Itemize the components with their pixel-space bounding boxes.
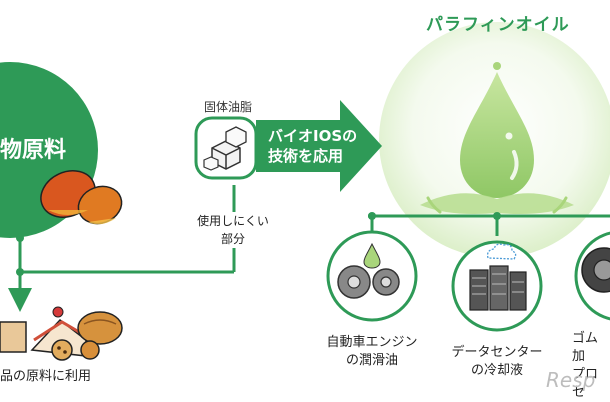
tire-icon (581, 247, 610, 293)
solid-fat-cube-icon (203, 126, 247, 171)
solid-fat-label: 固体油脂 (204, 100, 253, 114)
pastry-icon (0, 306, 123, 361)
server-rack-icon (469, 243, 527, 311)
unused-part-line-1: 使用しにくい (197, 214, 269, 228)
coolant-line-1: データセンター (451, 345, 543, 360)
oil-drop-icon (420, 62, 574, 214)
rubber-line-1: ゴム (572, 331, 599, 346)
technology-label: バイオIOSの 技術を応用 (268, 126, 357, 166)
engine-oil-line-2: の潤滑油 (345, 353, 398, 368)
application-label-rubber: ゴム 加 プロセ (572, 330, 610, 402)
plant-material-label: 物原料 (0, 138, 67, 163)
unused-part-label: 使用しにくい 部分 (188, 212, 278, 248)
palm-fruit-icon (40, 170, 123, 225)
rubber-line-2: 加 (572, 349, 586, 364)
application-label-engine-oil: 自動車エンジン の潤滑油 (322, 334, 422, 370)
rubber-line-3: プロセ (572, 367, 599, 400)
paraffin-oil-title: パラフィンオイル (426, 15, 570, 35)
gears-icon (337, 242, 400, 299)
technology-line-1: バイオIOSの (268, 127, 358, 145)
application-label-coolant: データセンター の冷却液 (447, 344, 547, 380)
technology-arrow (256, 100, 382, 192)
coolant-line-2: の冷却液 (470, 363, 523, 378)
unused-part-line-2: 部分 (220, 232, 245, 246)
engine-oil-line-1: 自動車エンジン (326, 335, 418, 350)
food-material-label: 品の原料に利用 (0, 369, 92, 384)
technology-line-2: 技術を応用 (268, 147, 344, 165)
watermark: Resp (546, 368, 596, 392)
